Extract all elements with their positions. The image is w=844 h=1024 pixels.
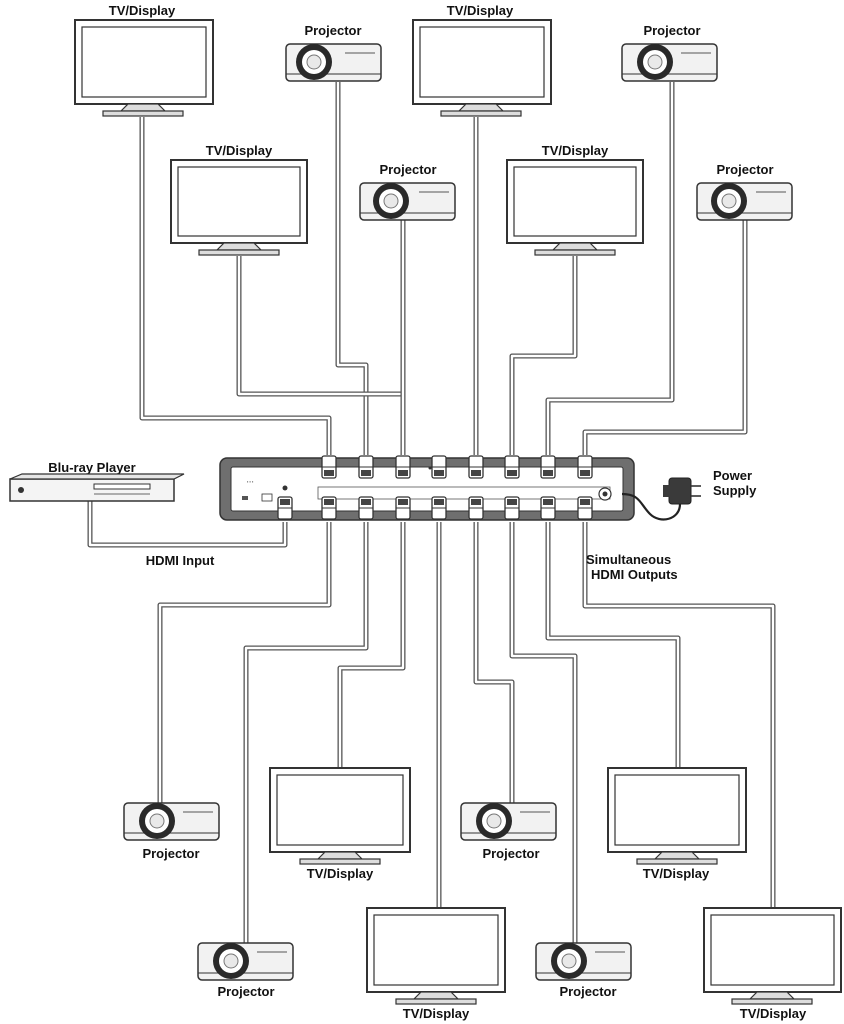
- power-supply-label-line2: Supply: [713, 483, 757, 498]
- outputs-label-line1: Simultaneous: [586, 552, 671, 567]
- tv-display-bottom-3: TV/Display: [607, 767, 747, 881]
- hdmi-cable-8: [582, 220, 748, 455]
- hdmi-connector-bottom-5: [468, 496, 484, 520]
- hdmi-connector-bottom-2: [358, 496, 374, 520]
- projector-label: Projector: [559, 984, 616, 999]
- tv-display-label: TV/Display: [740, 1006, 807, 1021]
- tv-display-bottom-1: TV/Display: [269, 767, 411, 881]
- hdmi-cable-1: [139, 117, 332, 455]
- hdmi-input-label: HDMI Input: [146, 553, 215, 568]
- projector-top-3: Projector: [359, 162, 456, 221]
- projector-bottom-4: Projector: [535, 942, 632, 999]
- hdmi-cable-7: [509, 256, 578, 455]
- hdmi-connector-bottom-1: [321, 496, 337, 520]
- outputs-label-line2: HDMI Outputs: [591, 567, 678, 582]
- tv-display-bottom-4: TV/Display: [703, 907, 842, 1021]
- tv-display-top-3: TV/Display: [170, 143, 308, 256]
- hdmi-cable-17: [87, 501, 288, 548]
- tv-display-label: TV/Display: [542, 143, 609, 158]
- hdmi-connector-top-8: [577, 455, 593, 479]
- hdmi-connector-bottom-4: [431, 496, 447, 520]
- projector-label: Projector: [482, 846, 539, 861]
- tv-display-label: TV/Display: [447, 3, 514, 18]
- blu-ray-player: Blu-ray Player: [9, 460, 185, 502]
- tv-display-top-1: TV/Display: [74, 3, 214, 117]
- projector-top-1: Projector: [285, 23, 382, 82]
- tv-display-label: TV/Display: [206, 143, 273, 158]
- projector-label: Projector: [379, 162, 436, 177]
- hdmi-connector-top-5: [468, 455, 484, 479]
- tv-display-top-2: TV/Display: [412, 3, 552, 117]
- hdmi-cable-13: [473, 522, 515, 803]
- hdmi-connector-bottom-3: [395, 496, 411, 520]
- projector-label: Projector: [643, 23, 700, 38]
- tv-display-bottom-2: TV/Display: [366, 907, 506, 1021]
- hdmi-cable-14: [509, 522, 578, 943]
- hdmi-connector-top-4: [431, 455, 447, 479]
- projector-bottom-2: Projector: [197, 942, 294, 999]
- cable-layer: [87, 82, 776, 943]
- projector-bottom-1: Projector: [123, 802, 220, 861]
- projector-top-2: Projector: [621, 23, 718, 82]
- tv-display-label: TV/Display: [307, 866, 374, 881]
- hdmi-connector-top-1: [321, 455, 337, 479]
- tv-display-label: TV/Display: [403, 1006, 470, 1021]
- hdmi-connector-input: [277, 496, 293, 520]
- power-supply-label-line1: Power: [713, 468, 752, 483]
- hdmi-connector-bottom-6: [504, 496, 520, 520]
- hdmi-connector-top-6: [504, 455, 520, 479]
- hdmi-connector-bottom-7: [540, 496, 556, 520]
- hdmi-connector-top-7: [540, 455, 556, 479]
- hdmi-cable-2: [335, 82, 369, 455]
- hdmi-cable-11: [337, 522, 406, 768]
- connector-layer: [277, 455, 593, 520]
- blu-ray-player-label: Blu-ray Player: [48, 460, 135, 475]
- projector-top-4: Projector: [696, 162, 793, 221]
- hdmi-connector-top-3: [395, 455, 411, 479]
- projector-label: Projector: [716, 162, 773, 177]
- tv-display-top-4: TV/Display: [506, 143, 644, 256]
- hdmi-connector-bottom-8: [577, 496, 593, 520]
- tv-display-label: TV/Display: [643, 866, 710, 881]
- tv-display-label: TV/Display: [109, 3, 176, 18]
- svg-text:▪ ▪ ▪: ▪ ▪ ▪: [247, 479, 254, 484]
- hdmi-cable-10: [243, 522, 369, 943]
- hdmi-cable-4: [545, 82, 675, 455]
- hdmi-cable-16: [582, 522, 776, 908]
- projector-label: Projector: [142, 846, 199, 861]
- power-supply: Power Supply: [621, 468, 757, 521]
- projector-label: Projector: [217, 984, 274, 999]
- projector-bottom-3: Projector: [460, 802, 557, 861]
- hdmi-cable-15: [545, 522, 681, 768]
- hdmi-cable-9: [157, 522, 332, 803]
- hdmi-connector-top-2: [358, 455, 374, 479]
- projector-label: Projector: [304, 23, 361, 38]
- hdmi-cable-5: [236, 256, 406, 455]
